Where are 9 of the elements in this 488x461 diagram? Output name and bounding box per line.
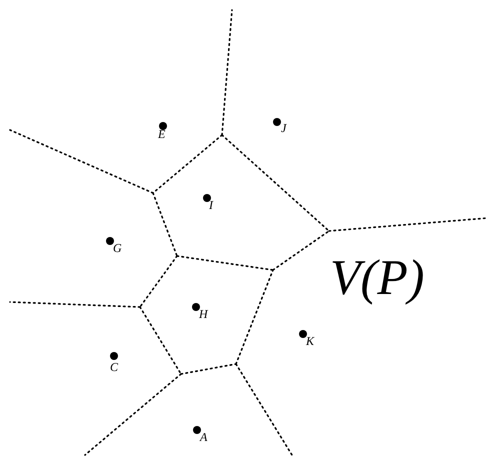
point-label: I bbox=[209, 199, 213, 211]
point-label: E bbox=[158, 128, 166, 140]
point-label: A bbox=[200, 431, 208, 443]
point-label: H bbox=[199, 308, 208, 320]
point-label: J bbox=[281, 122, 286, 134]
diagram-label: V(P) bbox=[330, 252, 424, 302]
point-label: G bbox=[113, 242, 122, 254]
point-label: C bbox=[110, 361, 118, 373]
point-label: K bbox=[306, 335, 314, 347]
